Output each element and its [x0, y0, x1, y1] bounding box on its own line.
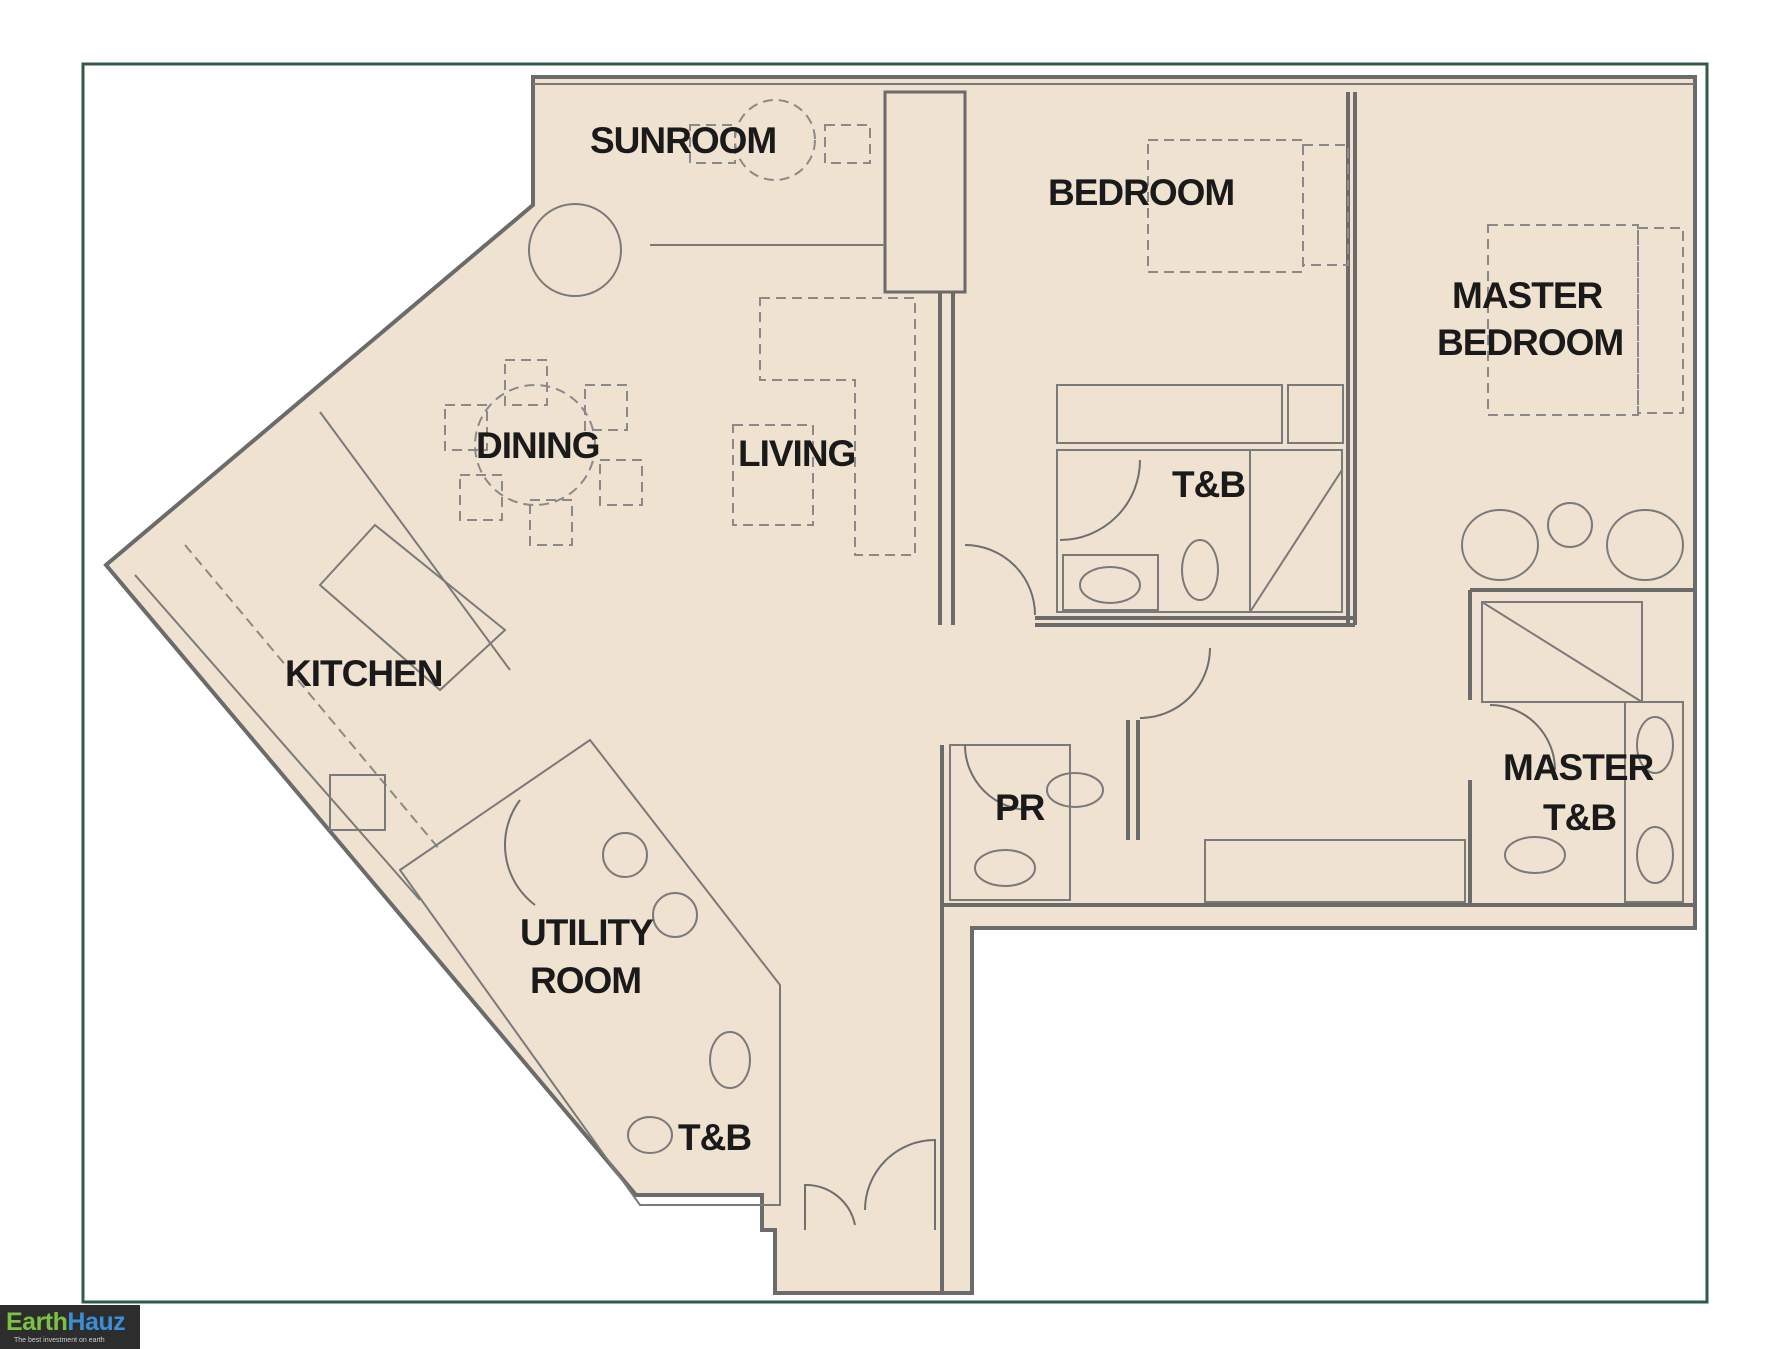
master-bed-head — [1637, 227, 1684, 414]
master-chair-1-icon — [1461, 509, 1539, 581]
label-master-bedroom-2: BEDROOM — [1437, 322, 1623, 363]
living-sofa — [759, 297, 916, 556]
label-utility-1: UTILITY — [520, 912, 654, 953]
master-shower-diag — [1481, 601, 1643, 703]
master-tb-door — [1489, 704, 1556, 771]
master-sink-2-icon — [1636, 826, 1674, 884]
dining-table-icon — [474, 384, 596, 506]
kitchen-island — [318, 523, 507, 692]
tb-door — [1059, 459, 1141, 541]
pr-door — [964, 744, 1031, 811]
utility-toilet-icon — [627, 1116, 673, 1154]
kitchen-counter — [134, 574, 421, 901]
logo-brand: EarthHauz — [6, 1308, 126, 1337]
label-master-bedroom-1: MASTER — [1452, 275, 1603, 316]
label-pr: PR — [995, 787, 1045, 828]
label-tb-bedroom: T&B — [1172, 464, 1245, 505]
master-sink-1-icon — [1636, 716, 1674, 774]
floor-area — [103, 75, 1697, 1295]
utility-door — [504, 799, 536, 906]
tb-shower-diag — [1249, 469, 1343, 613]
tb-sink-bowl-icon — [1079, 566, 1141, 604]
master-table-icon — [1547, 502, 1593, 548]
dining-chair-6 — [444, 404, 488, 451]
washer-icon — [602, 832, 648, 878]
dining-chair-4 — [529, 499, 573, 546]
kitchen-counter-2 — [184, 544, 441, 851]
tb-toilet-icon — [1181, 539, 1219, 601]
dining-chair-3 — [599, 459, 643, 506]
sunroom-chair-2 — [824, 124, 871, 164]
master-vanity — [1624, 701, 1684, 903]
master-toilet-icon — [1504, 836, 1566, 874]
label-sunroom: SUNROOM — [590, 120, 776, 161]
bedroom-closet — [1056, 384, 1283, 444]
earthhauz-logo: EarthHauz The best investment on earth — [0, 1305, 140, 1349]
label-bedroom: BEDROOM — [1048, 172, 1234, 213]
utility-sink-icon — [709, 1031, 751, 1089]
tb-sink-icon — [1062, 554, 1159, 611]
master-shower-box — [1481, 601, 1643, 703]
bedroom-door — [964, 544, 1036, 616]
logo-tagline: The best investment on earth — [14, 1337, 105, 1344]
logo-brand-part1: Earth — [6, 1308, 68, 1336]
label-utility-2: ROOM — [530, 960, 641, 1001]
utility-room-wall — [398, 738, 781, 1206]
living-table — [732, 424, 814, 526]
bedroom-closet-box — [1287, 384, 1344, 444]
dining-chair-1 — [504, 359, 548, 406]
kitchen-wall — [319, 411, 511, 671]
sunroom-chair-1 — [689, 124, 736, 164]
label-living: LIVING — [738, 433, 855, 474]
sunroom-table-icon — [734, 99, 816, 181]
pr-sink-icon — [974, 849, 1036, 887]
dining-chair-2 — [584, 384, 628, 431]
label-master-tb-2: T&B — [1543, 797, 1616, 838]
pr-toilet-icon — [1046, 772, 1104, 808]
entry-door-left — [804, 1183, 856, 1230]
column-block — [883, 90, 967, 294]
logo-brand-part2: Hauz — [67, 1308, 126, 1336]
label-tb-utility: T&B — [678, 1117, 751, 1158]
label-dining: DINING — [476, 425, 600, 466]
label-kitchen: KITCHEN — [285, 653, 442, 694]
corridor-closet — [1204, 839, 1466, 903]
sunroom-column-icon — [528, 203, 622, 297]
kitchen-stove-icon — [329, 774, 386, 831]
pr-room — [949, 744, 1071, 901]
corridor-door — [1139, 647, 1211, 719]
label-master-tb-1: MASTER — [1503, 747, 1654, 788]
bedroom-bed-head — [1302, 144, 1349, 266]
master-chair-2-icon — [1606, 509, 1684, 581]
tb-bedroom-box — [1056, 449, 1343, 613]
dryer-icon — [652, 892, 698, 938]
dining-chair-5 — [459, 474, 503, 521]
entry-door-right — [864, 1138, 936, 1230]
